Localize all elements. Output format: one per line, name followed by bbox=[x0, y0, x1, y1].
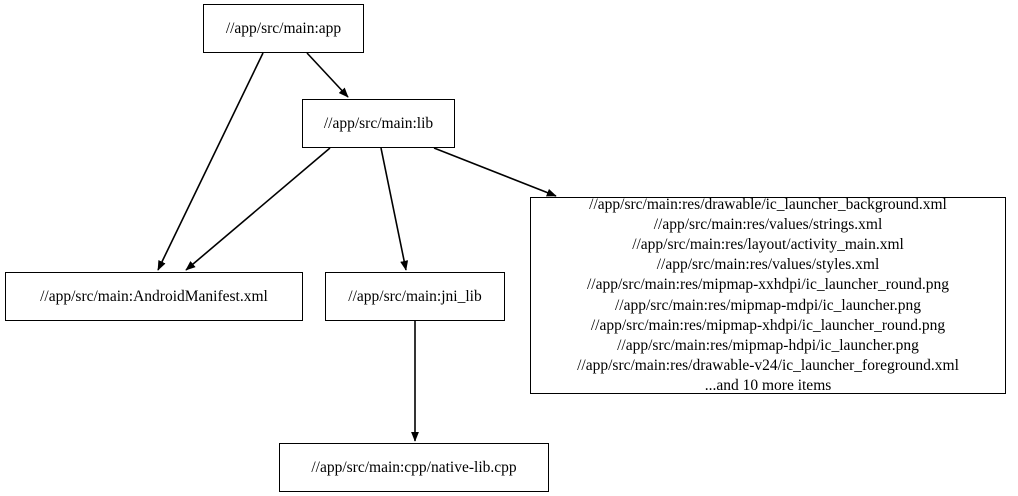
node-app-label: //app/src/main:app bbox=[225, 19, 342, 37]
edge-lib-to-jni-lib bbox=[380, 147, 409, 271]
edge-app-to-lib bbox=[306, 52, 349, 98]
edge-app-to-manifest bbox=[157, 52, 264, 271]
node-lib[interactable]: //app/src/main:lib bbox=[302, 99, 455, 148]
edge-lib-to-res-group bbox=[433, 147, 557, 197]
node-res-group-label: //app/src/main:res/drawable/ic_launcher_… bbox=[577, 195, 959, 395]
node-native-lib-cpp-label: //app/src/main:cpp/native-lib.cpp bbox=[311, 458, 517, 476]
node-native-lib-cpp[interactable]: //app/src/main:cpp/native-lib.cpp bbox=[279, 443, 549, 492]
node-jni-lib-label: //app/src/main:jni_lib bbox=[348, 287, 482, 305]
node-android-manifest[interactable]: //app/src/main:AndroidManifest.xml bbox=[5, 272, 303, 321]
node-res-group[interactable]: //app/src/main:res/drawable/ic_launcher_… bbox=[530, 195, 1006, 395]
node-jni-lib[interactable]: //app/src/main:jni_lib bbox=[325, 272, 505, 321]
node-app[interactable]: //app/src/main:app bbox=[203, 4, 364, 53]
edge-lib-to-manifest bbox=[185, 147, 331, 271]
node-lib-label: //app/src/main:lib bbox=[323, 114, 434, 132]
node-android-manifest-label: //app/src/main:AndroidManifest.xml bbox=[40, 287, 268, 305]
